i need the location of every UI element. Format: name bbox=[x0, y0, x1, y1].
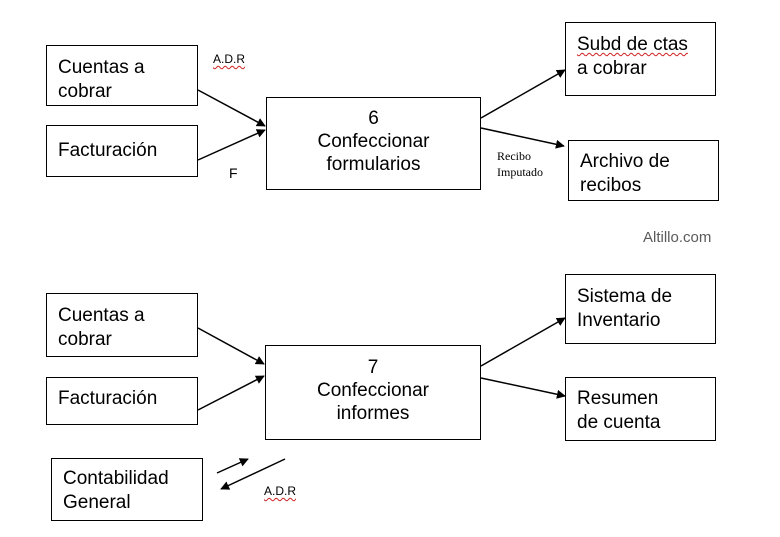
process-6-label: 6 Confeccionar formularios bbox=[266, 107, 481, 176]
arrow-facturacion-to-process7 bbox=[197, 375, 265, 411]
arrow-process6-to-archivo bbox=[480, 127, 565, 149]
arrow-facturacion-to-process6 bbox=[197, 129, 266, 161]
entity-archivo-line1: Archivo de bbox=[580, 151, 670, 172]
process-6-number: 6 bbox=[368, 108, 379, 129]
process-7 bbox=[265, 345, 481, 440]
arrow-process7-to-resumen bbox=[480, 377, 566, 399]
process-6-name-line2: formularios bbox=[326, 154, 421, 175]
entity-subd-line2: a cobrar bbox=[577, 58, 647, 79]
entity-archivo-line2: recibos bbox=[580, 175, 642, 196]
entity-cuentas-line2: cobrar bbox=[58, 81, 112, 102]
arrow-cuentas-to-process6 bbox=[197, 89, 266, 127]
entity-contabilidad-line1: Contabilidad bbox=[63, 468, 169, 489]
entity-archivo-label: Archivo de recibos bbox=[580, 150, 670, 198]
entity-contabilidad-general bbox=[51, 458, 203, 521]
entity-cuentas-line1: Cuentas a bbox=[58, 57, 145, 78]
process-6 bbox=[266, 97, 481, 190]
entity-cuentas-label-1: Cuentas a cobrar bbox=[58, 56, 145, 104]
entity-resumen-de-cuenta bbox=[565, 377, 716, 441]
entity-contabilidad-line2: General bbox=[63, 492, 131, 513]
arrow-cuentas-to-process7 bbox=[197, 327, 265, 365]
process-6-name-line1: Confeccionar bbox=[317, 131, 430, 152]
entity-sistema-line1: Sistema de bbox=[577, 286, 673, 307]
entity-facturacion-1 bbox=[46, 125, 198, 177]
entity-sistema-de-inventario bbox=[565, 274, 716, 344]
entity-resumen-label: Resumen de cuenta bbox=[577, 387, 660, 435]
entity-facturacion-label-1: Facturación bbox=[58, 140, 158, 161]
entity-subd-line1: Subd de ctas bbox=[577, 34, 688, 55]
process-7-name-line2: informes bbox=[336, 403, 410, 424]
entity-resumen-line1: Resumen bbox=[577, 388, 659, 409]
entity-subd-label: Subd de ctas a cobrar bbox=[577, 33, 688, 81]
flow-label-imputado: Imputado bbox=[497, 165, 543, 179]
flow-label-adr-2: A.D.R bbox=[264, 484, 297, 498]
flow-label-adr-1: A.D.R bbox=[213, 52, 246, 66]
entity-cuentas-label-2: Cuentas a cobrar bbox=[58, 304, 145, 352]
entity-cuentas-a-cobrar-2 bbox=[46, 293, 198, 357]
arrow-process6-to-subd bbox=[480, 69, 566, 119]
entity-sistema-line2: Inventario bbox=[577, 310, 661, 331]
arrow-from-contabilidad bbox=[216, 458, 249, 474]
flow-label-recibo: Recibo bbox=[497, 149, 531, 163]
entity-facturacion-2 bbox=[46, 377, 198, 425]
process-7-number: 7 bbox=[367, 357, 379, 378]
flow-label-recibo-imputado: Recibo Imputado bbox=[497, 148, 543, 180]
entity-contabilidad-label: Contabilidad General bbox=[63, 467, 169, 515]
arrow-process7-to-sistema bbox=[480, 317, 566, 367]
entity-facturacion-label-2: Facturación bbox=[58, 388, 158, 409]
process-7-label: 7 Confeccionar informes bbox=[265, 356, 481, 425]
flow-label-f: F bbox=[229, 165, 238, 181]
entity-cuentas2-line1: Cuentas a bbox=[58, 305, 145, 326]
entity-sistema-label: Sistema de Inventario bbox=[577, 285, 672, 333]
entity-subd-de-ctas bbox=[565, 22, 716, 96]
arrow-to-contabilidad bbox=[220, 458, 286, 490]
entity-cuentas2-line2: cobrar bbox=[58, 329, 112, 350]
entity-archivo-de-recibos bbox=[568, 140, 719, 201]
entity-cuentas-a-cobrar-1 bbox=[46, 45, 198, 106]
watermark: Altillo.com bbox=[643, 229, 712, 246]
process-7-name-line1: Confeccionar bbox=[317, 380, 429, 401]
entity-resumen-line2: de cuenta bbox=[577, 412, 661, 433]
